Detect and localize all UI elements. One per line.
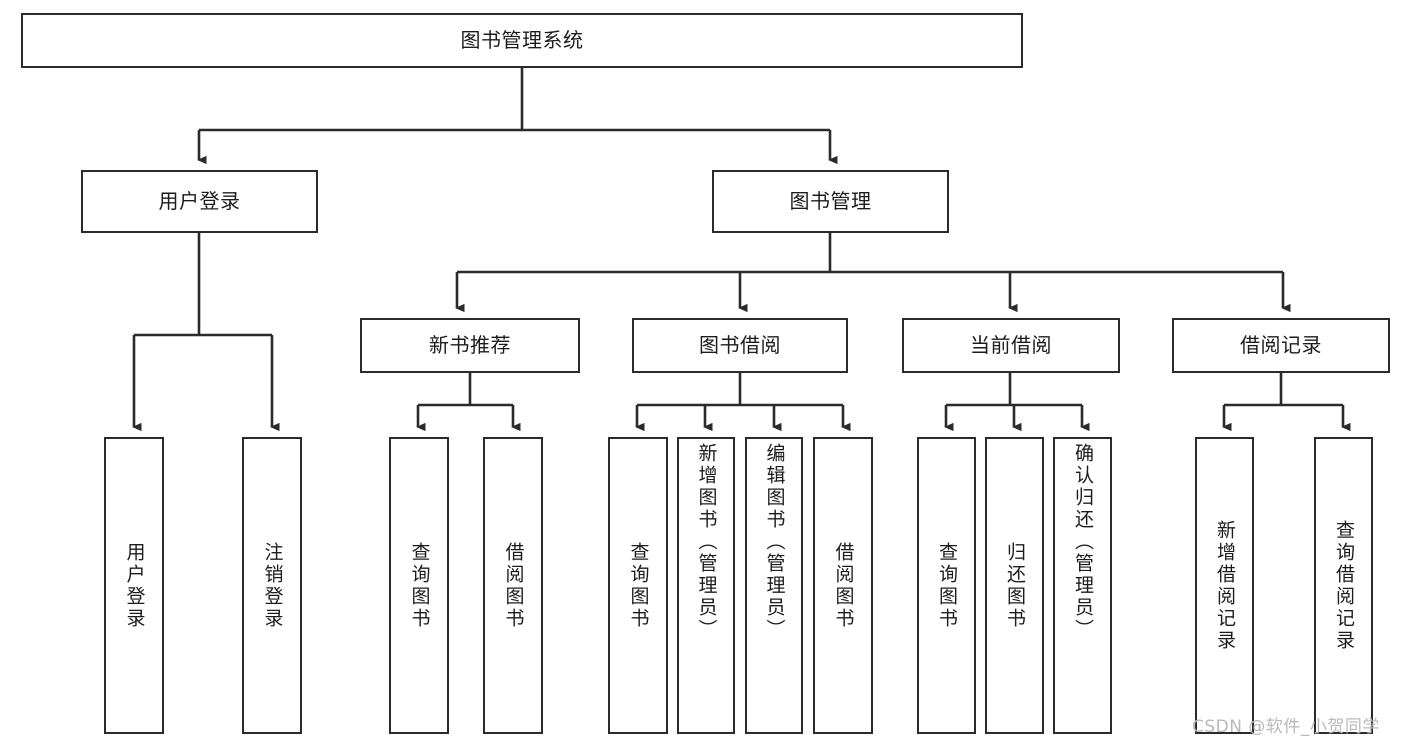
node-leaf-query-book-2-label: 查询图书: [627, 541, 650, 630]
node-leaf-borrow-book-1-label: 借阅图书: [502, 541, 525, 630]
node-leaf-borrow-book-2[interactable]: 借阅图书: [813, 437, 873, 734]
node-leaf-query-record-label: 查询借阅记录: [1333, 519, 1355, 652]
node-leaf-user-login-label: 用户登录: [123, 541, 146, 630]
node-leaf-return-book[interactable]: 归还图书: [985, 437, 1044, 734]
csdn-watermark: CSDN @软件_小贺同学: [1192, 717, 1380, 737]
node-leaf-return-book-label: 归还图书: [1004, 541, 1026, 630]
node-leaf-user-login[interactable]: 用户登录: [104, 437, 164, 734]
node-leaf-add-book-label: 新增图书（管理员）: [695, 443, 718, 641]
node-leaf-add-record-label: 新增借阅记录: [1214, 519, 1236, 652]
node-borrow-record[interactable]: 借阅记录: [1172, 318, 1390, 373]
node-leaf-logout[interactable]: 注销登录: [242, 437, 302, 734]
node-current-borrow[interactable]: 当前借阅: [902, 318, 1120, 373]
node-user-login-label: 用户登录: [158, 189, 241, 214]
node-book-management-label: 图书管理: [789, 189, 872, 214]
node-new-book-recommend-label: 新书推荐: [429, 333, 511, 358]
node-book-borrow-label: 图书借阅: [699, 333, 781, 358]
node-leaf-query-book-3-label: 查询图书: [936, 541, 958, 630]
node-leaf-query-book-2[interactable]: 查询图书: [608, 437, 668, 734]
node-new-book-recommend[interactable]: 新书推荐: [360, 318, 580, 373]
node-leaf-add-record[interactable]: 新增借阅记录: [1195, 437, 1254, 734]
node-leaf-query-record[interactable]: 查询借阅记录: [1314, 437, 1373, 734]
node-leaf-query-book-1[interactable]: 查询图书: [389, 437, 449, 734]
node-root-label: 图书管理系统: [460, 28, 584, 53]
node-root[interactable]: 图书管理系统: [21, 13, 1023, 68]
node-leaf-add-book[interactable]: 新增图书（管理员）: [677, 437, 735, 734]
node-book-borrow[interactable]: 图书借阅: [632, 318, 848, 373]
node-leaf-confirm-return-label: 确认归还（管理员）: [1072, 443, 1094, 641]
node-leaf-query-book-1-label: 查询图书: [408, 541, 431, 630]
node-leaf-query-book-3[interactable]: 查询图书: [917, 437, 976, 734]
node-leaf-borrow-book-2-label: 借阅图书: [832, 541, 855, 630]
node-leaf-edit-book-label: 编辑图书（管理员）: [763, 443, 786, 641]
node-leaf-borrow-book-1[interactable]: 借阅图书: [483, 437, 543, 734]
node-borrow-record-label: 借阅记录: [1240, 333, 1322, 358]
node-leaf-confirm-return[interactable]: 确认归还（管理员）: [1053, 437, 1112, 734]
node-leaf-edit-book[interactable]: 编辑图书（管理员）: [745, 437, 803, 734]
node-book-management[interactable]: 图书管理: [712, 170, 949, 233]
node-leaf-logout-label: 注销登录: [261, 541, 284, 630]
node-current-borrow-label: 当前借阅: [970, 333, 1052, 358]
node-user-login[interactable]: 用户登录: [81, 170, 318, 233]
